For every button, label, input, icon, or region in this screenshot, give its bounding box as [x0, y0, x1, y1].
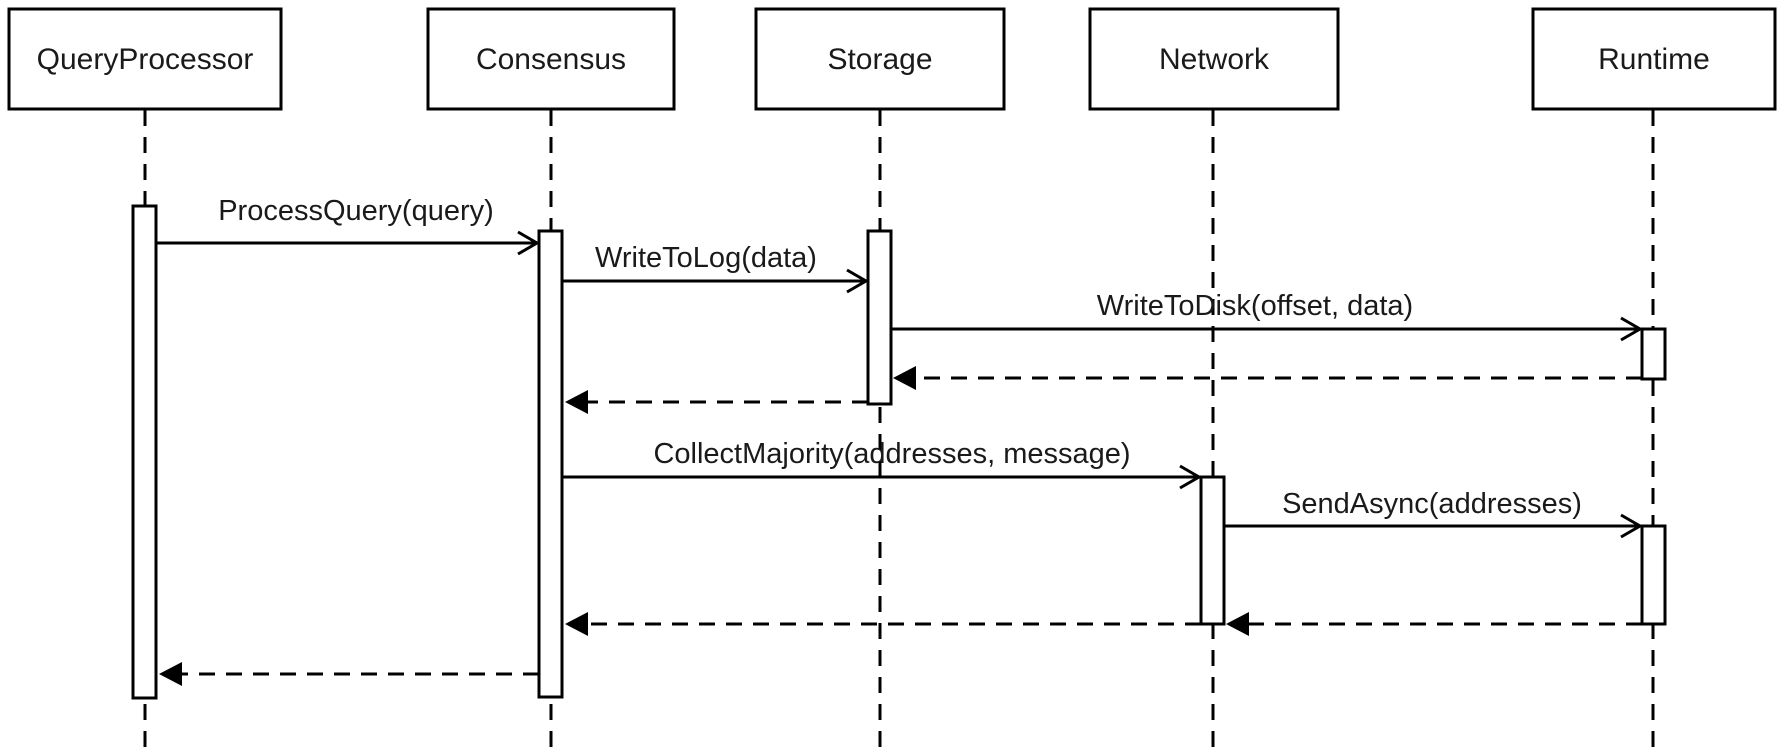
activation-storage	[866, 229, 893, 406]
filled-arrowhead-icon	[159, 662, 182, 686]
participant-label: Consensus	[476, 43, 626, 76]
message-writetodisk-label: WriteToDisk(offset, data)	[1097, 290, 1413, 322]
open-arrowhead-icon	[1620, 513, 1643, 539]
participant-runtime: Runtime	[1531, 7, 1777, 111]
activation-runtime-2	[1640, 524, 1667, 626]
message-processquery-label: ProcessQuery(query)	[218, 195, 494, 227]
open-arrowhead-icon	[1179, 464, 1202, 490]
filled-arrowhead-icon	[565, 390, 588, 414]
participant-network: Network	[1088, 7, 1340, 111]
activation-queryprocessor	[131, 204, 158, 700]
participant-label: Network	[1159, 43, 1270, 76]
open-arrowhead-icon	[1620, 316, 1643, 342]
message-sendasync-label: SendAsync(addresses)	[1282, 488, 1582, 520]
participant-consensus: Consensus	[426, 7, 676, 111]
participant-label: QueryProcessor	[37, 43, 254, 76]
activation-consensus	[537, 229, 564, 699]
message-writetolog-label: WriteToLog(data)	[595, 242, 817, 274]
participant-storage: Storage	[754, 7, 1006, 111]
participant-queryprocessor: QueryProcessor	[7, 7, 283, 111]
participant-label: Runtime	[1598, 43, 1710, 76]
filled-arrowhead-icon	[565, 612, 588, 636]
filled-arrowhead-icon	[893, 366, 916, 390]
open-arrowhead-icon	[517, 230, 540, 256]
message-collectmajority-label: CollectMajority(addresses, message)	[653, 438, 1130, 470]
participant-label: Storage	[827, 43, 932, 76]
filled-arrowhead-icon	[1226, 612, 1249, 636]
activation-network	[1199, 475, 1226, 626]
activation-runtime-1	[1640, 327, 1667, 381]
open-arrowhead-icon	[846, 268, 869, 294]
